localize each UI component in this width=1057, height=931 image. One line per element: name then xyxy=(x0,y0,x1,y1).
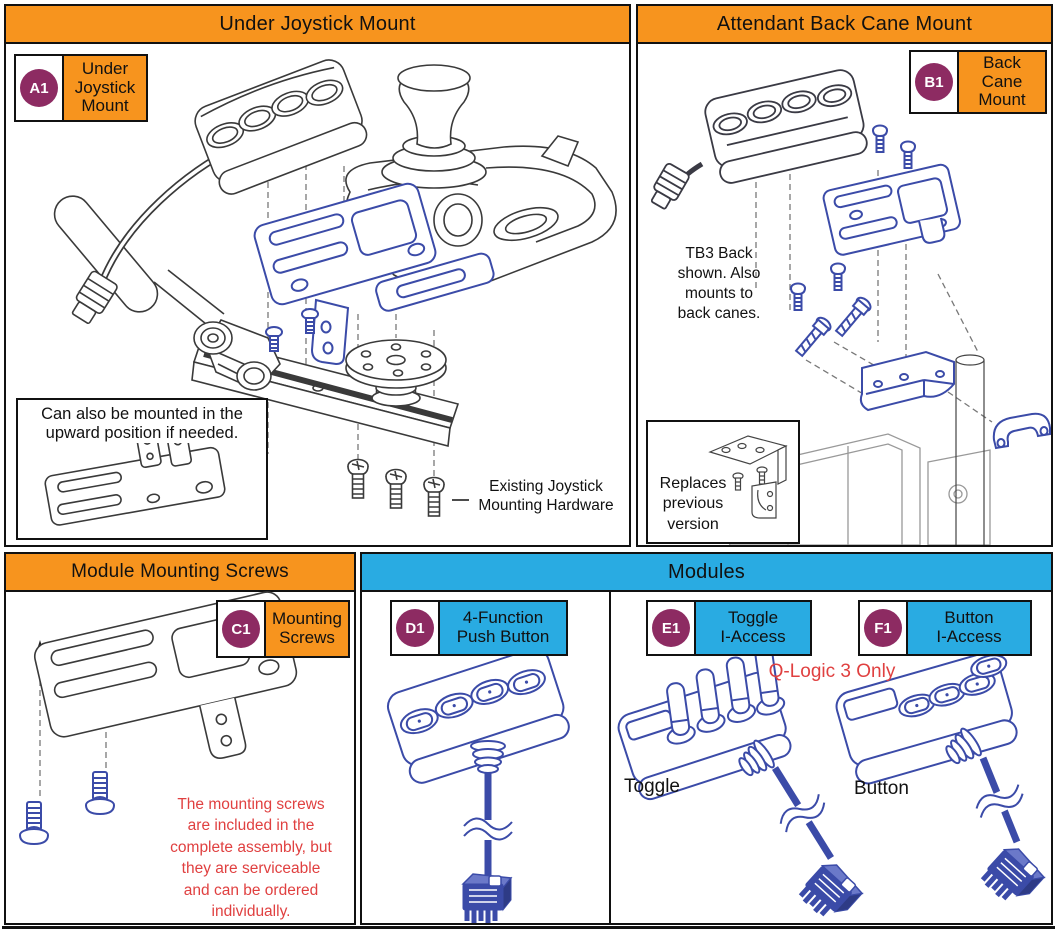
caption-button: Button xyxy=(854,778,909,799)
under-joystick-assembly-illustration xyxy=(53,59,617,517)
module-cable-connector xyxy=(650,163,690,210)
upward-bracket-illustration xyxy=(44,426,226,526)
mounting-screw xyxy=(85,771,115,816)
panel-title: Under Joystick Mount xyxy=(219,12,416,35)
bracket-screw xyxy=(301,308,319,334)
callout-upward-mount: Can also be mounted in the upward positi… xyxy=(16,398,268,540)
badge-id-circle: C1 xyxy=(222,610,260,648)
badge-id-circle: E1 xyxy=(652,609,690,647)
panel-title: Modules xyxy=(668,560,745,583)
toggle-module-illustration xyxy=(617,647,792,801)
callout-replaces-previous: Replaces previous version xyxy=(646,420,800,544)
iaccess-modules-illustration xyxy=(617,647,1046,917)
panel-title-bar: Modules xyxy=(362,554,1051,592)
bracket-screw xyxy=(265,326,283,352)
badge-id: C1 xyxy=(231,620,251,638)
panel-under-joystick-mount: Under Joystick Mount A1 Under Joystick M… xyxy=(4,4,631,547)
back-cane-pole xyxy=(955,354,985,545)
item-badge-c1[interactable]: C1 Mounting Screws xyxy=(216,600,350,658)
badge-id-circle: F1 xyxy=(864,609,902,647)
button-module-illustration xyxy=(835,652,1018,785)
item-badge-d1[interactable]: D1 4-Function Push Button xyxy=(390,600,568,656)
badge-label: Under Joystick Mount xyxy=(64,56,146,120)
badge-id-circle: B1 xyxy=(915,63,953,101)
badge-id-cell: E1 xyxy=(648,602,696,654)
note-tb3-back: TB3 Back shown. Also mounts to back cane… xyxy=(677,245,761,323)
existing-hardware-screws xyxy=(347,458,445,517)
module-connector xyxy=(798,864,864,917)
bracket-screw xyxy=(790,282,806,311)
bracket-screw xyxy=(900,140,916,169)
badge-label: 4-Function Push Button xyxy=(440,602,566,654)
caption-toggle: Toggle xyxy=(624,776,680,797)
item-badge-e1[interactable]: E1 Toggle I-Access xyxy=(646,600,812,656)
mounting-screw xyxy=(19,801,49,846)
note-serviceable-screws: The mounting screws are included in the … xyxy=(170,796,332,920)
module-buttons xyxy=(399,669,546,735)
section-divider xyxy=(609,590,611,923)
cane-clamp-block xyxy=(859,350,955,412)
badge-id-cell: F1 xyxy=(860,602,908,654)
mount-bracket-illustration xyxy=(253,182,495,366)
badge-id: D1 xyxy=(405,619,425,637)
callout-text: Replaces previous version xyxy=(659,474,727,534)
panel-title: Attendant Back Cane Mount xyxy=(716,12,973,35)
panel-title: Module Mounting Screws xyxy=(71,561,289,582)
panel-modules: Modules D1 4-Function Push Button xyxy=(360,552,1053,925)
item-badge-f1[interactable]: F1 Button I-Access xyxy=(858,600,1032,656)
annotation-existing-hardware: Existing Joystick Mounting Hardware xyxy=(478,478,614,514)
badge-label: Toggle I-Access xyxy=(696,602,810,654)
badge-id: A1 xyxy=(29,79,49,97)
badge-id-cell: B1 xyxy=(911,52,959,112)
badge-id-cell: C1 xyxy=(218,602,266,656)
callout-text: Can also be mounted in the upward positi… xyxy=(41,405,243,442)
cane-bracket-illustration xyxy=(822,163,961,256)
panel-title-bar: Attendant Back Cane Mount xyxy=(638,6,1051,44)
bracket-screw xyxy=(830,262,846,291)
bracket-screw xyxy=(872,124,888,153)
badge-id-cell: A1 xyxy=(16,56,64,120)
back-cane-assembly-illustration xyxy=(650,69,1051,545)
panel-back-cane-mount: Attendant Back Cane Mount B1 Back Cane M… xyxy=(636,4,1053,547)
badge-id: E1 xyxy=(661,619,681,637)
badge-id-circle: D1 xyxy=(396,609,434,647)
panel-module-mounting-screws: Module Mounting Screws C1 Mounting Screw… xyxy=(4,552,356,925)
badge-label: Button I-Access xyxy=(908,602,1030,654)
badge-id: F1 xyxy=(874,619,892,637)
previous-version-bracket-illustration xyxy=(708,435,788,519)
item-badge-a1[interactable]: A1 Under Joystick Mount xyxy=(14,54,148,122)
panel-title-bar: Module Mounting Screws xyxy=(6,554,354,592)
push-button-module-illustration xyxy=(386,647,570,923)
module-connector xyxy=(461,873,513,923)
clamp-bolt xyxy=(794,316,832,358)
panel-title-bar: Under Joystick Mount xyxy=(6,6,629,44)
badge-id: B1 xyxy=(924,73,944,91)
badge-label: Mounting Screws xyxy=(266,602,348,656)
badge-label: Back Cane Mount xyxy=(959,52,1045,112)
badge-id-cell: D1 xyxy=(392,602,440,654)
page-bottom-rule xyxy=(2,926,1055,929)
attendant-module-illustration xyxy=(704,69,868,184)
item-badge-b1[interactable]: B1 Back Cane Mount xyxy=(909,50,1047,114)
button-module-illustration xyxy=(194,59,368,195)
saddle-clamp xyxy=(992,412,1051,450)
clamp-bolt xyxy=(834,296,872,338)
badge-id-circle: A1 xyxy=(20,69,58,107)
joystick-cable-connector xyxy=(71,270,118,325)
note-qlogic3-only: Q-Logic 3 Only xyxy=(768,661,896,682)
module-connector xyxy=(980,848,1046,901)
